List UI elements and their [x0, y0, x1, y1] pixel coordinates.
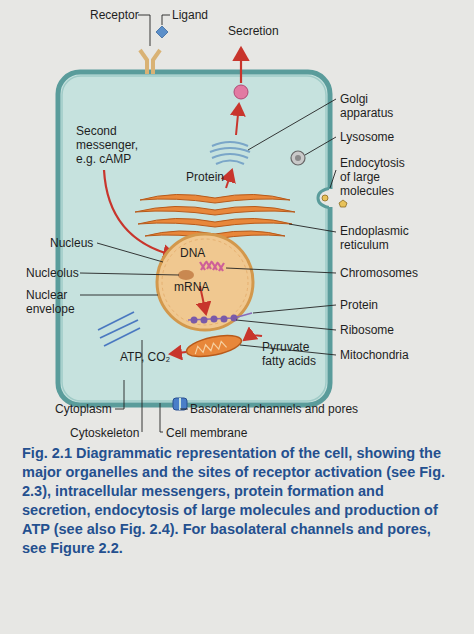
- part-label: Protein: [186, 170, 224, 184]
- nuclear-envelope: [162, 239, 248, 325]
- protein-arrow: [236, 104, 239, 135]
- part-label: Mitochondria: [340, 348, 409, 362]
- ribosome-symbol: [191, 315, 238, 324]
- part-label: Ligand: [172, 8, 208, 22]
- lysosome-core: [295, 155, 301, 161]
- part-label: Pyruvate fatty acids: [262, 340, 324, 368]
- part-label: Second messenger, e.g. cAMP: [76, 124, 146, 166]
- mitochondrion-symbol: [185, 331, 244, 360]
- large-molecule: [339, 200, 347, 207]
- part-label: Nucleolus: [26, 266, 79, 280]
- mrna-strand: [188, 313, 252, 320]
- channel-symbol: [173, 398, 187, 410]
- part-label: Receptor: [90, 8, 139, 22]
- vesicle-molecule: [322, 195, 328, 201]
- chromosome-symbol: [200, 261, 224, 271]
- part-label: Cytoskeleton: [70, 426, 139, 440]
- part-label: Endoplasmic reticulum: [340, 224, 415, 252]
- cristae: [194, 341, 227, 355]
- leader-line: [80, 15, 336, 432]
- receptor-symbol: [140, 50, 160, 74]
- part-label: Golgi apparatus: [340, 92, 398, 120]
- pit-gap: [329, 189, 335, 207]
- cytoskeleton-symbol: [98, 312, 140, 346]
- figure-caption: Fig. 2.1 Diagrammatic representation of …: [22, 444, 454, 558]
- messenger-arrow: [104, 170, 176, 256]
- part-label: Endocytosis of large molecules: [340, 156, 412, 198]
- part-label: Basolateral channels and pores: [190, 402, 358, 416]
- nucleolus-symbol: [178, 270, 194, 280]
- part-label: Protein: [340, 298, 378, 312]
- cell-body: [58, 72, 330, 405]
- part-label: DNA: [180, 246, 205, 260]
- part-label: mRNA: [174, 280, 209, 294]
- part-label: Lysosome: [340, 130, 394, 144]
- nucleus-symbol: [157, 234, 253, 330]
- part-label: Nucleus: [50, 236, 93, 250]
- part-label: Chromosomes: [340, 266, 418, 280]
- part-label: Secretion: [228, 24, 279, 38]
- atp-arrow: [170, 352, 186, 354]
- pore: [179, 398, 181, 410]
- protein-arrow: [226, 170, 232, 188]
- er-symbol: [135, 194, 295, 239]
- part-label: Nuclear envelope: [26, 288, 81, 316]
- part-label: Cytoplasm: [55, 402, 112, 416]
- part-label: ATP, CO₂: [120, 350, 170, 364]
- fuel-arrow: [244, 336, 262, 341]
- ligand-symbol: [156, 26, 168, 38]
- lysosome-symbol: [291, 151, 305, 165]
- secretory-vesicle: [234, 85, 248, 99]
- golgi-symbol: [210, 142, 250, 164]
- secretion-arrow: [240, 48, 242, 83]
- part-label: Cell membrane: [166, 426, 247, 440]
- membrane-inner: [62, 76, 326, 401]
- part-label: Ribosome: [340, 323, 394, 337]
